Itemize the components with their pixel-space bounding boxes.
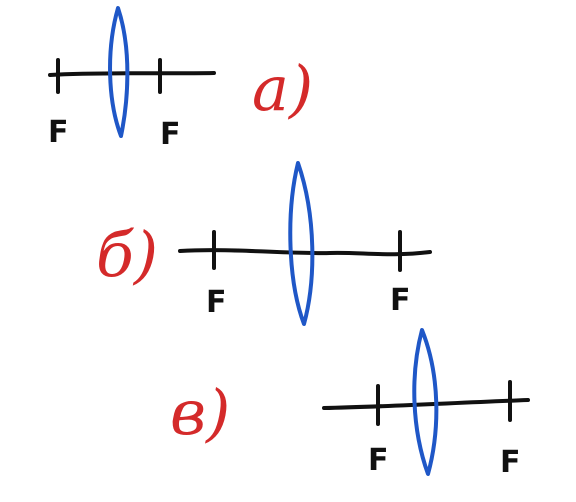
- diagram-label-a: a): [252, 52, 313, 125]
- diagram-label-c: в): [170, 376, 230, 449]
- optical-axis-a: [48, 71, 216, 77]
- lens-c: [412, 328, 439, 476]
- focus-label-right-a: F: [160, 117, 181, 152]
- lens-b: [288, 161, 315, 326]
- focus-label-left-b: F: [206, 285, 227, 320]
- lens-a: [108, 6, 130, 138]
- focus-label-right-b: F: [390, 283, 411, 318]
- focus-label-right-c: F: [500, 445, 521, 480]
- focus-label-left-a: F: [48, 115, 69, 150]
- focus-label-left-c: F: [368, 443, 389, 478]
- diagram-label-b: б): [96, 218, 158, 291]
- diagram-a: F F a): [48, 6, 313, 152]
- diagram-c: F F в): [170, 328, 530, 480]
- diagram-b: F F б): [96, 161, 432, 326]
- optical-axis-c: [322, 398, 530, 410]
- optical-axis-b: [178, 248, 432, 257]
